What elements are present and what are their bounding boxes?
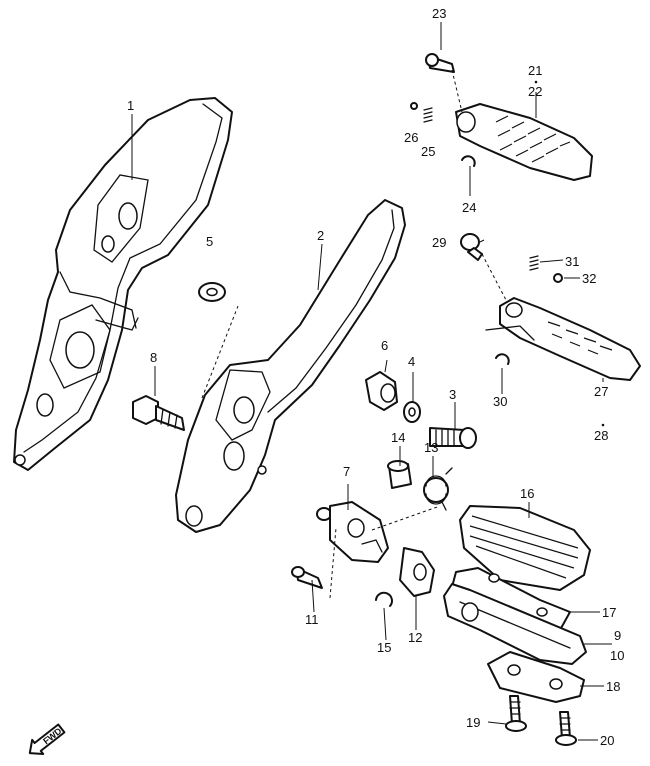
part-31-spring [529, 255, 539, 271]
part-5-washer [198, 282, 226, 302]
part-4-washer [403, 401, 421, 423]
callout-7: 7 [343, 464, 350, 479]
part-19-screw [505, 695, 527, 732]
part-2-bracket [175, 199, 406, 533]
part-13-spring [423, 467, 453, 511]
callout-30: 30 [493, 394, 507, 409]
callout-21: 21 [528, 63, 542, 78]
callout-19: 19 [466, 715, 480, 730]
callout-9: 9 [614, 628, 621, 643]
part-32-ball [553, 273, 563, 283]
part-15-eclip [375, 591, 393, 607]
callout-11: 11 [305, 612, 319, 627]
callout-5: 5 [206, 234, 213, 249]
callout-dot-27-28 [601, 423, 605, 427]
part-12-clip [399, 547, 435, 597]
part-8-bolt [132, 395, 185, 431]
callout-28: 28 [594, 428, 608, 443]
callout-1: 1 [127, 98, 134, 113]
part-27-28-footpeg [485, 297, 641, 381]
part-23-pin [425, 53, 455, 73]
callout-8: 8 [150, 350, 157, 365]
fwd-arrow: FWD [28, 723, 66, 756]
callout-6: 6 [381, 338, 388, 353]
fwd-arrow-icon [28, 723, 66, 756]
part-18-lower-bracket [487, 651, 585, 703]
callout-26: 26 [404, 130, 418, 145]
callout-10: 10 [610, 648, 624, 663]
callout-27: 27 [594, 384, 608, 399]
part-21-22-footpeg [455, 103, 593, 181]
callout-15: 15 [377, 640, 391, 655]
callout-20: 20 [600, 733, 614, 748]
callout-4: 4 [408, 354, 415, 369]
part-20-screw [555, 711, 577, 746]
part-7-pivot-arm [316, 501, 389, 563]
callout-29: 29 [432, 235, 446, 250]
callout-25: 25 [421, 144, 435, 159]
callout-23: 23 [432, 6, 446, 21]
callout-22: 22 [528, 84, 542, 99]
callout-dot-21-22 [534, 80, 538, 84]
callout-3: 3 [449, 387, 456, 402]
callout-31: 31 [565, 254, 579, 269]
part-30-clip [495, 353, 510, 365]
callout-14: 14 [391, 430, 405, 445]
callouts: 1 2 3 4 5 6 7 8 9 10 11 12 13 14 15 16 1… [127, 6, 624, 748]
leader-lines [131, 22, 612, 741]
part-25-spring [423, 107, 433, 123]
callout-24: 24 [462, 200, 476, 215]
part-29-pin [460, 233, 483, 261]
callout-13: 13 [424, 440, 438, 455]
part-6-bushing [365, 371, 398, 411]
part-26-ball [410, 102, 418, 110]
callout-2: 2 [317, 228, 324, 243]
part-24-clip [461, 155, 476, 167]
part-16-rubber [459, 505, 591, 591]
part-3-bolt [429, 427, 477, 449]
part-14-collar [387, 460, 412, 489]
callout-18: 18 [606, 679, 620, 694]
part-1-bracket [13, 97, 233, 471]
callout-12: 12 [408, 630, 422, 645]
callout-17: 17 [602, 605, 616, 620]
callout-32: 32 [582, 271, 596, 286]
part-11-pin [291, 566, 323, 589]
callout-16: 16 [520, 486, 534, 501]
part-9-10-footrest [443, 583, 587, 665]
